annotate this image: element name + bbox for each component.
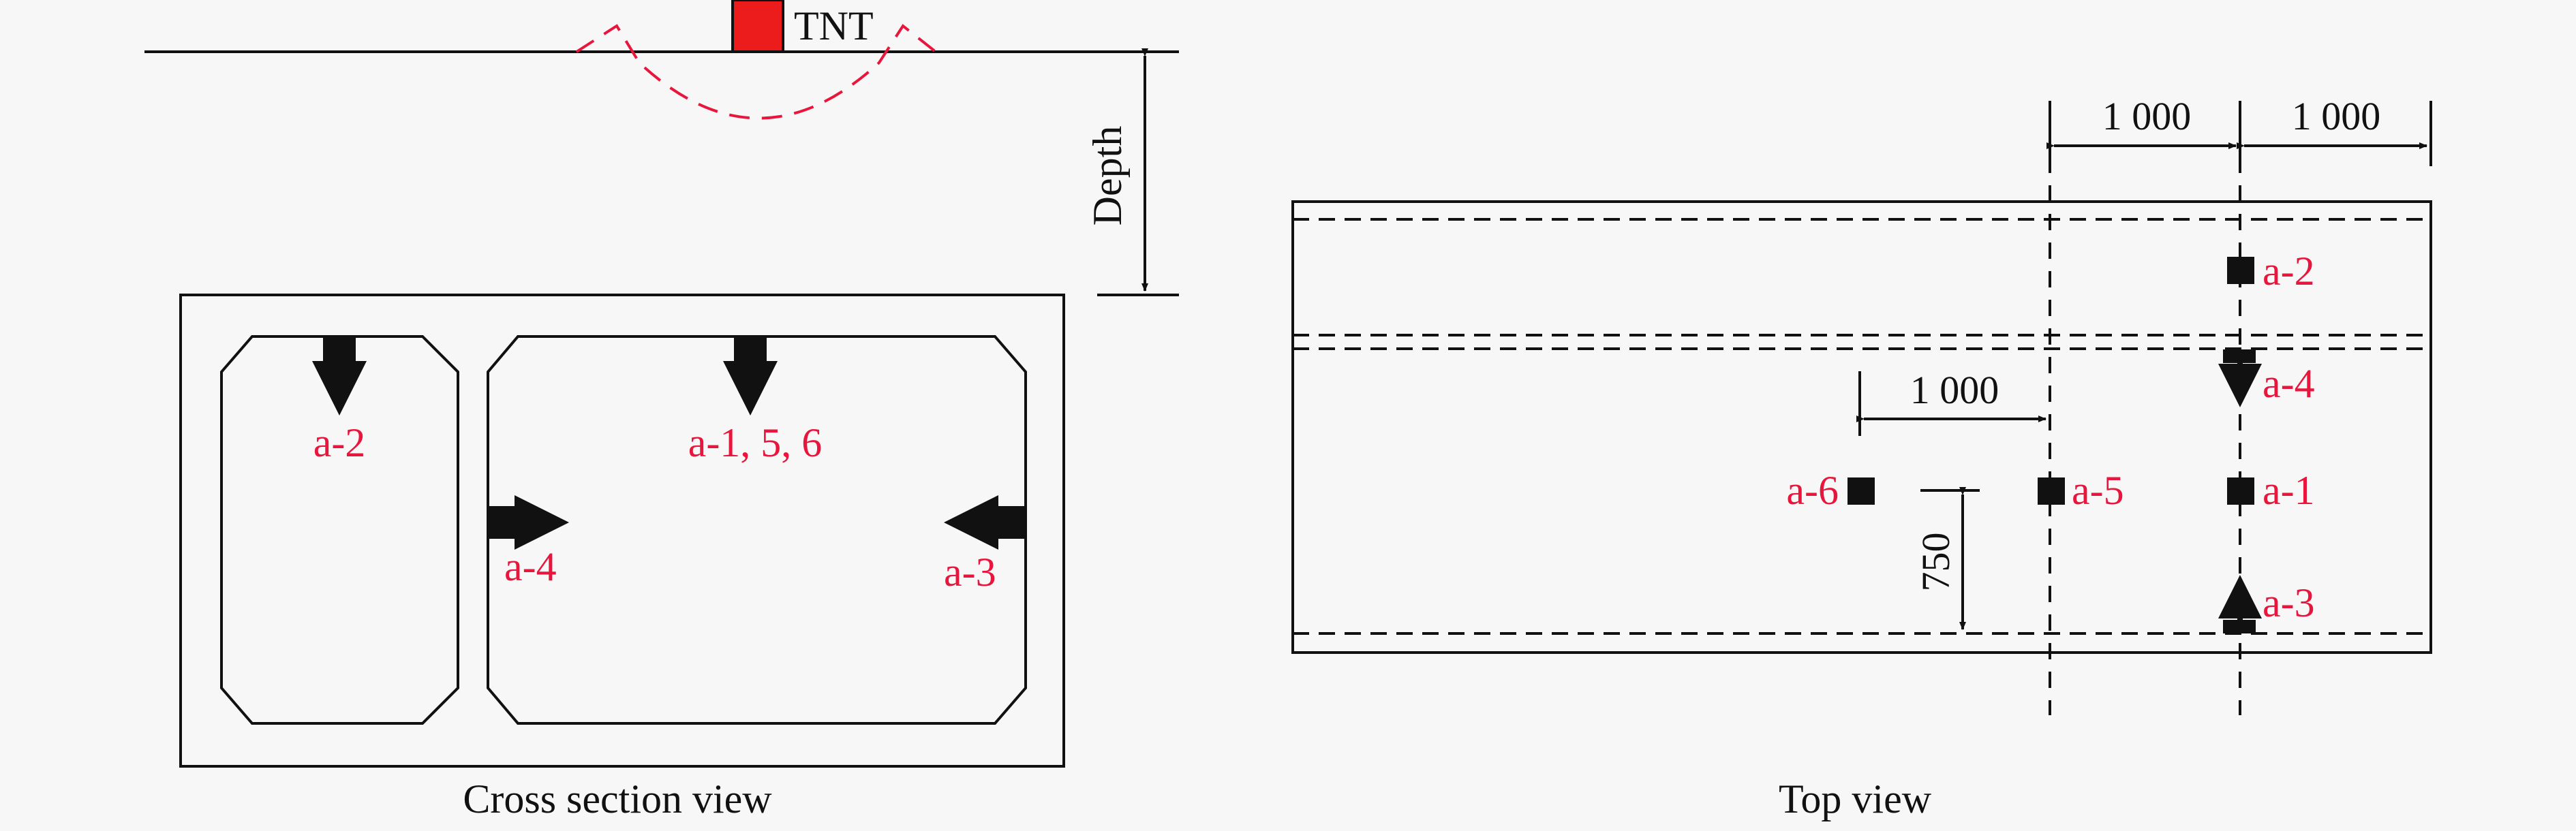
top-label-a6: a-6 (1786, 468, 1839, 513)
top-view: 1 000 1 000 1 000 750 a-2 a-4 a-6 a-5 (1291, 94, 2432, 821)
depth-label: Depth (1085, 126, 1130, 226)
top-sensor-a6 (1847, 477, 1875, 505)
top-label-a1: a-1 (2263, 468, 2315, 513)
label-a2: a-2 (313, 420, 366, 465)
sensor-a1-5-6 (723, 335, 778, 416)
outer-box (179, 294, 1065, 768)
sensor-a4 (487, 495, 569, 550)
tnt-label: TNT (794, 3, 874, 48)
top-sensor-a4 (2218, 349, 2262, 407)
top-label-a2: a-2 (2263, 249, 2315, 294)
top-sensor-a2 (2227, 257, 2254, 284)
top-sensor-a3 (2218, 575, 2262, 633)
top-dimension: 1 000 1 000 (2046, 94, 2432, 166)
wall-lines (1293, 218, 2431, 635)
left-cell (220, 335, 459, 725)
dim-mid: 1 000 (1910, 368, 1999, 412)
label-a4: a-4 (504, 544, 557, 589)
vertical-dimension: 750 (1914, 487, 1980, 630)
top-label-a3: a-3 (2263, 580, 2315, 625)
dim-top-left: 1 000 (2102, 94, 2192, 138)
plan-outline (1291, 200, 2432, 654)
tnt-block (731, 0, 784, 53)
mid-dimension: 1 000 (1856, 368, 2046, 436)
depth-dimension: Depth (1085, 48, 1179, 296)
sensor-a2 (312, 335, 367, 416)
cross-section-view: TNT Depth a-2 a-1, 5, 6 a-4 (144, 0, 1179, 821)
top-label-a5: a-5 (2072, 468, 2124, 513)
label-a3: a-3 (944, 550, 996, 595)
blast-crater-arc (575, 24, 937, 120)
right-cell (487, 335, 1027, 725)
dim-vertical: 750 (1914, 533, 1958, 592)
sensor-a3 (944, 495, 1025, 550)
cross-section-caption: Cross section view (463, 777, 772, 821)
top-sensor-a1 (2227, 477, 2254, 505)
top-label-a4: a-4 (2263, 361, 2315, 406)
label-a1-5-6: a-1, 5, 6 (688, 420, 823, 465)
top-view-caption: Top view (1779, 777, 1932, 821)
grid-lines (2049, 157, 2241, 715)
dim-top-right: 1 000 (2292, 94, 2381, 138)
top-sensor-a5 (2038, 477, 2065, 505)
